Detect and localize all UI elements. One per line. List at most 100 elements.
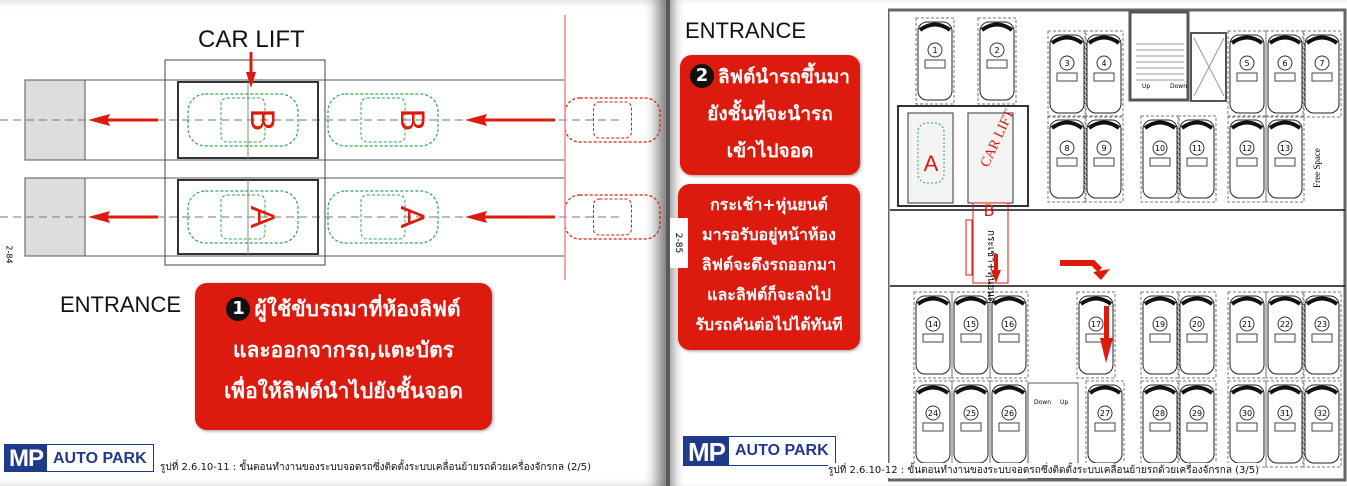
slot-boundary bbox=[1265, 30, 1305, 118]
slot-boundary bbox=[1302, 291, 1342, 379]
slot-number: 5 bbox=[1244, 59, 1249, 68]
car-icon bbox=[1267, 295, 1303, 375]
parking-slot: 5 bbox=[1227, 30, 1267, 118]
parking-slot: 1 bbox=[915, 17, 955, 105]
slot-number: 31 bbox=[1280, 409, 1290, 418]
slot-number: 25 bbox=[966, 409, 976, 418]
car-roof bbox=[1274, 157, 1296, 167]
slot-boundary bbox=[977, 17, 1017, 105]
car-windshield bbox=[1268, 296, 1302, 306]
car-roof bbox=[960, 422, 982, 432]
parking-slot: 21 bbox=[1227, 291, 1267, 379]
bay-label: B bbox=[393, 109, 431, 132]
note-line: ลิฟต์จะดึงรถออกมา bbox=[701, 255, 837, 274]
slot-number: 12 bbox=[1242, 144, 1252, 153]
car-icon bbox=[1267, 34, 1303, 114]
step-line: ยังชั้นที่จะนำรถ bbox=[707, 103, 833, 125]
car-roof bbox=[922, 422, 944, 432]
slot-number: 30 bbox=[1242, 409, 1252, 418]
slot-number: 10 bbox=[1155, 144, 1165, 153]
slot-number: 26 bbox=[1004, 409, 1014, 418]
slot-number-circle bbox=[1097, 405, 1113, 421]
slot-number: 17 bbox=[1091, 320, 1101, 329]
car-roof bbox=[1093, 157, 1115, 167]
slot-boundary bbox=[1265, 115, 1305, 203]
car-windshield bbox=[1230, 385, 1264, 395]
slot-number-circle bbox=[1152, 316, 1168, 332]
page-number-tab: 2-85 bbox=[670, 218, 688, 268]
car-windshield bbox=[1087, 35, 1121, 45]
car-windshield bbox=[1143, 120, 1177, 130]
car-body bbox=[327, 190, 439, 244]
slot-number: 14 bbox=[928, 320, 938, 329]
car-icon bbox=[915, 384, 951, 464]
red-arrow bbox=[88, 211, 158, 223]
bay-b-label: B bbox=[984, 201, 995, 220]
car-icon bbox=[1086, 119, 1122, 199]
car-windshield bbox=[1050, 35, 1084, 45]
car-roof bbox=[1274, 422, 1296, 432]
slot-number-circle bbox=[1059, 55, 1075, 71]
car-roof bbox=[986, 59, 1008, 69]
car-windshield bbox=[1180, 120, 1214, 130]
free-space-label: Free Space bbox=[1312, 148, 1322, 188]
parking-slot: 23 bbox=[1302, 291, 1342, 379]
slot-number: 9 bbox=[1101, 144, 1106, 153]
car-windshield bbox=[954, 296, 988, 306]
slot-boundary bbox=[1265, 291, 1305, 379]
car-body bbox=[187, 190, 299, 244]
parking-slot: 8 bbox=[1047, 115, 1087, 203]
car-windshield bbox=[1268, 120, 1302, 130]
car-windshield bbox=[1230, 296, 1264, 306]
parking-slot: 16 bbox=[989, 291, 1029, 379]
slot-number: 16 bbox=[1004, 320, 1014, 329]
car-roof bbox=[1274, 72, 1296, 82]
car-icon bbox=[1304, 295, 1340, 375]
car-windshield bbox=[1087, 120, 1121, 130]
turn-arrow-head bbox=[1093, 269, 1110, 280]
car-windshield bbox=[918, 22, 952, 32]
note-line: และลิฟต์ก็จะลงไป bbox=[707, 285, 831, 304]
slot-boundary bbox=[1265, 380, 1305, 468]
slot-boundary bbox=[1076, 291, 1116, 379]
car-icon bbox=[1086, 34, 1122, 114]
car-roof bbox=[1186, 157, 1208, 167]
car-body bbox=[187, 93, 299, 147]
slot-number-circle bbox=[1059, 140, 1075, 156]
lift-bay-a bbox=[907, 112, 954, 204]
parking-slot: 17 bbox=[1076, 291, 1116, 379]
slot-boundary bbox=[1140, 291, 1180, 379]
step-number: 1 bbox=[226, 297, 251, 321]
note-box: กระเช้า+หุ่นยนต์ มารอรับอยู่หน้าห้อง ลิฟ… bbox=[678, 184, 860, 350]
car-windshield bbox=[1305, 296, 1339, 306]
slot-number: 19 bbox=[1155, 320, 1165, 329]
parking-slot: 29 bbox=[1177, 380, 1217, 468]
slot-number: 11 bbox=[1192, 144, 1202, 153]
car-lift-pointer bbox=[246, 52, 256, 88]
car-windshield bbox=[916, 296, 950, 306]
page-number: 2-84 bbox=[4, 245, 14, 264]
car-icon bbox=[979, 21, 1015, 101]
slot-boundary bbox=[1302, 380, 1342, 468]
car-icon bbox=[953, 384, 989, 464]
car-cabin bbox=[593, 101, 632, 139]
slot-number-circle bbox=[1277, 140, 1293, 156]
logo-mp: MP bbox=[684, 437, 729, 467]
slot-number: 23 bbox=[1317, 320, 1327, 329]
stair-down: Down bbox=[1034, 399, 1051, 406]
red-arrow bbox=[465, 114, 555, 126]
slot-number: 28 bbox=[1155, 409, 1165, 418]
car-icon bbox=[1179, 295, 1215, 375]
parking-slot: 19 bbox=[1140, 291, 1180, 379]
car-lift-label: CAR LIFT bbox=[198, 26, 305, 53]
slot-number-circle bbox=[1088, 316, 1104, 332]
car-roof bbox=[1186, 333, 1208, 343]
slot-boundary bbox=[915, 17, 955, 105]
car-icon bbox=[917, 21, 953, 101]
slot-boundary bbox=[1177, 291, 1217, 379]
slot-number: 32 bbox=[1317, 409, 1327, 418]
slot-number: 4 bbox=[1101, 59, 1106, 68]
elevator-x bbox=[1193, 37, 1225, 97]
car-windshield bbox=[1143, 296, 1177, 306]
car-roof bbox=[1093, 72, 1115, 82]
